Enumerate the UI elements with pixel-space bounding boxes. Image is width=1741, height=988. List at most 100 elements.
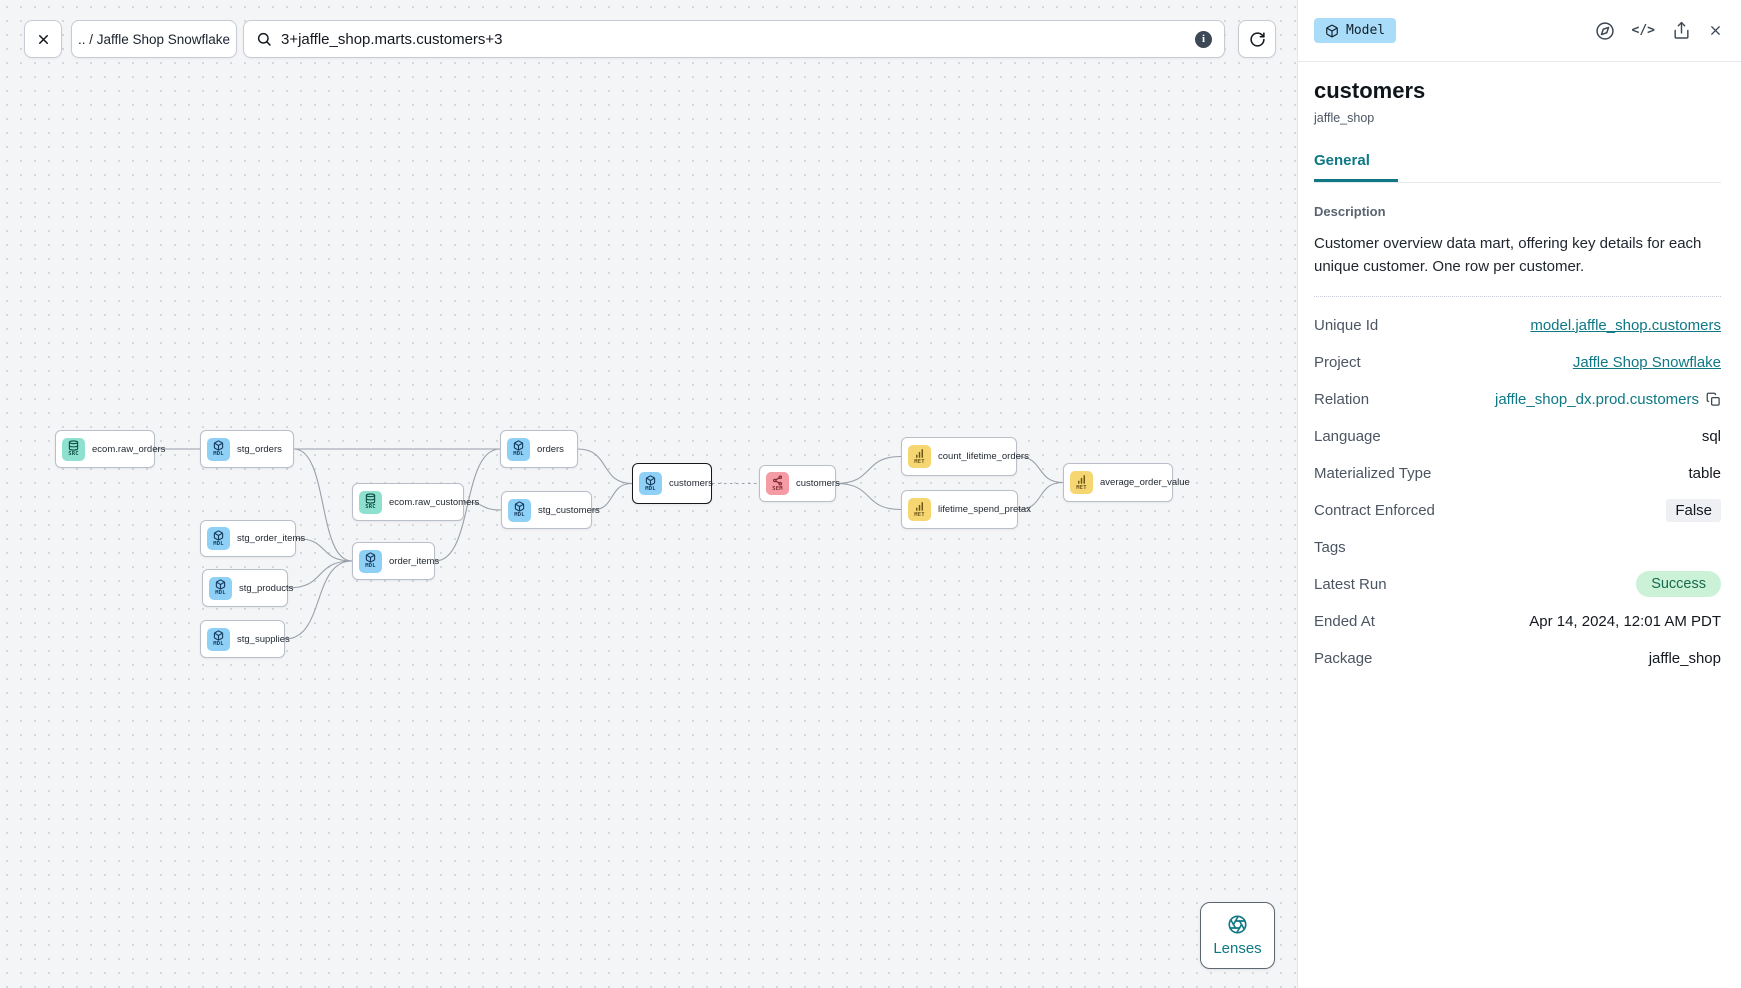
breadcrumb-label: .. / Jaffle Shop Snowflake [77,31,231,47]
edge-stg_supplies-to-order_items [284,560,353,640]
search-bar[interactable]: i [243,20,1225,58]
search-input[interactable] [281,30,1186,48]
field-label: Relation [1314,390,1370,408]
graph-node-ecom_raw_orders[interactable]: SRC ecom.raw_orders [55,430,165,468]
graph-node-stg_order_items[interactable]: MDL stg_order_items [200,520,305,557]
description-label: Description [1314,204,1386,219]
field-row-language: Language sql [1314,418,1721,455]
close-icon [1711,26,1720,35]
page-subtitle: jaffle_shop [1314,111,1375,125]
search-icon [257,32,271,46]
edge-stg_products-to-order_items [287,560,353,589]
field-label: Package [1314,649,1373,667]
node-label: ecom.raw_customers [389,496,480,508]
field-row-contract-enforced: Contract Enforced False [1314,492,1721,529]
met-node-icon: MET [1070,471,1093,494]
graph-node-stg_products[interactable]: MDL stg_products [202,569,293,607]
mdl-node-icon: MDL [207,437,230,461]
resource-type-label: Model [1346,23,1386,38]
copy-icon [1706,392,1721,407]
field-label: Contract Enforced [1314,501,1435,519]
close-lineage-button[interactable] [24,20,62,58]
src-node-icon: SRC [62,437,85,461]
close-panel-button[interactable] [1708,23,1723,38]
dotted-divider [1314,295,1721,297]
node-label: average_order_value [1100,477,1190,488]
node-label: lifetime_spend_pretax [938,504,1031,515]
graph-node-average_order_value[interactable]: MET average_order_value [1063,463,1190,502]
model-cube-icon [1326,24,1338,37]
edge-orders-to-customers [577,448,633,485]
close-icon [38,34,48,44]
panel-tabs: General [1314,152,1721,183]
panel-body: customers jaffle_shop General Descriptio… [1298,62,1741,677]
code-icon: </> [1631,23,1655,38]
node-label: stg_products [239,582,294,594]
field-label: Ended At [1314,612,1375,630]
description-text: Customer overview data mart, offering ke… [1314,235,1702,276]
resource-type-badge: Model [1314,18,1397,43]
share-icon [1674,21,1689,39]
field-label: Project [1314,353,1361,371]
field-value-chip: False [1666,498,1721,522]
node-label: customers [669,478,713,489]
tab-general[interactable]: General [1314,152,1398,182]
field-value: sql [1701,427,1721,445]
mdl-node-icon: MDL [207,627,230,651]
edge-stg_orders-to-order_items [293,448,353,562]
refresh-icon [1249,31,1265,47]
node-label: stg_order_items [237,533,306,544]
field-row-package: Package jaffle_shop [1314,640,1721,677]
edge-customers_sem-to-lifetime_spend_pretax [835,482,902,511]
field-label: Materialized Type [1314,464,1432,482]
mdl-node-icon: MDL [209,576,232,600]
field-label: Language [1314,427,1381,445]
mdl-node-icon: MDL [359,549,382,573]
field-value-link[interactable]: model.jaffle_shop.customers [1530,316,1721,334]
details-panel: Model </> customers jaffle_shop Ge [1298,0,1741,988]
node-label: order_items [389,555,440,567]
field-label: Unique Id [1314,316,1379,334]
explore-button[interactable] [1595,21,1615,41]
panel-header-icons: </> [1595,21,1723,41]
status-badge: Success [1636,571,1721,597]
node-label: ecom.raw_orders [92,443,166,455]
node-label: customers [796,478,840,489]
field-row-project: Project Jaffle Shop Snowflake [1314,344,1721,381]
field-value-link[interactable]: Jaffle Shop Snowflake [1572,353,1721,371]
info-icon[interactable]: i [1195,30,1212,48]
graph-node-order_items[interactable]: MDL order_items [352,542,439,580]
field-label: Tags [1314,538,1346,556]
view-code-button[interactable]: </> [1632,23,1655,38]
share-button[interactable] [1672,21,1691,40]
breadcrumb[interactable]: .. / Jaffle Shop Snowflake [71,20,237,58]
page-title: customers [1314,78,1426,103]
compass-icon [1595,21,1614,40]
lenses-label: Lenses [1213,940,1262,957]
mdl-node-icon: MDL [207,527,230,550]
mdl-node-icon: MDL [639,472,662,495]
field-value: jaffle_shop [1648,649,1721,667]
field-value: Apr 14, 2024, 12:01 AM PDT [1529,612,1721,630]
node-label: stg_customers [538,504,600,516]
graph-node-customers[interactable]: MDL customers [632,463,713,504]
refresh-button[interactable] [1238,20,1276,58]
met-node-icon: MET [908,445,931,468]
copy-button[interactable] [1706,392,1721,407]
lenses-aperture-icon [1228,915,1247,934]
lenses-button[interactable]: Lenses [1200,902,1275,969]
field-row-unique-id: Unique Id model.jaffle_shop.customers [1314,307,1721,344]
